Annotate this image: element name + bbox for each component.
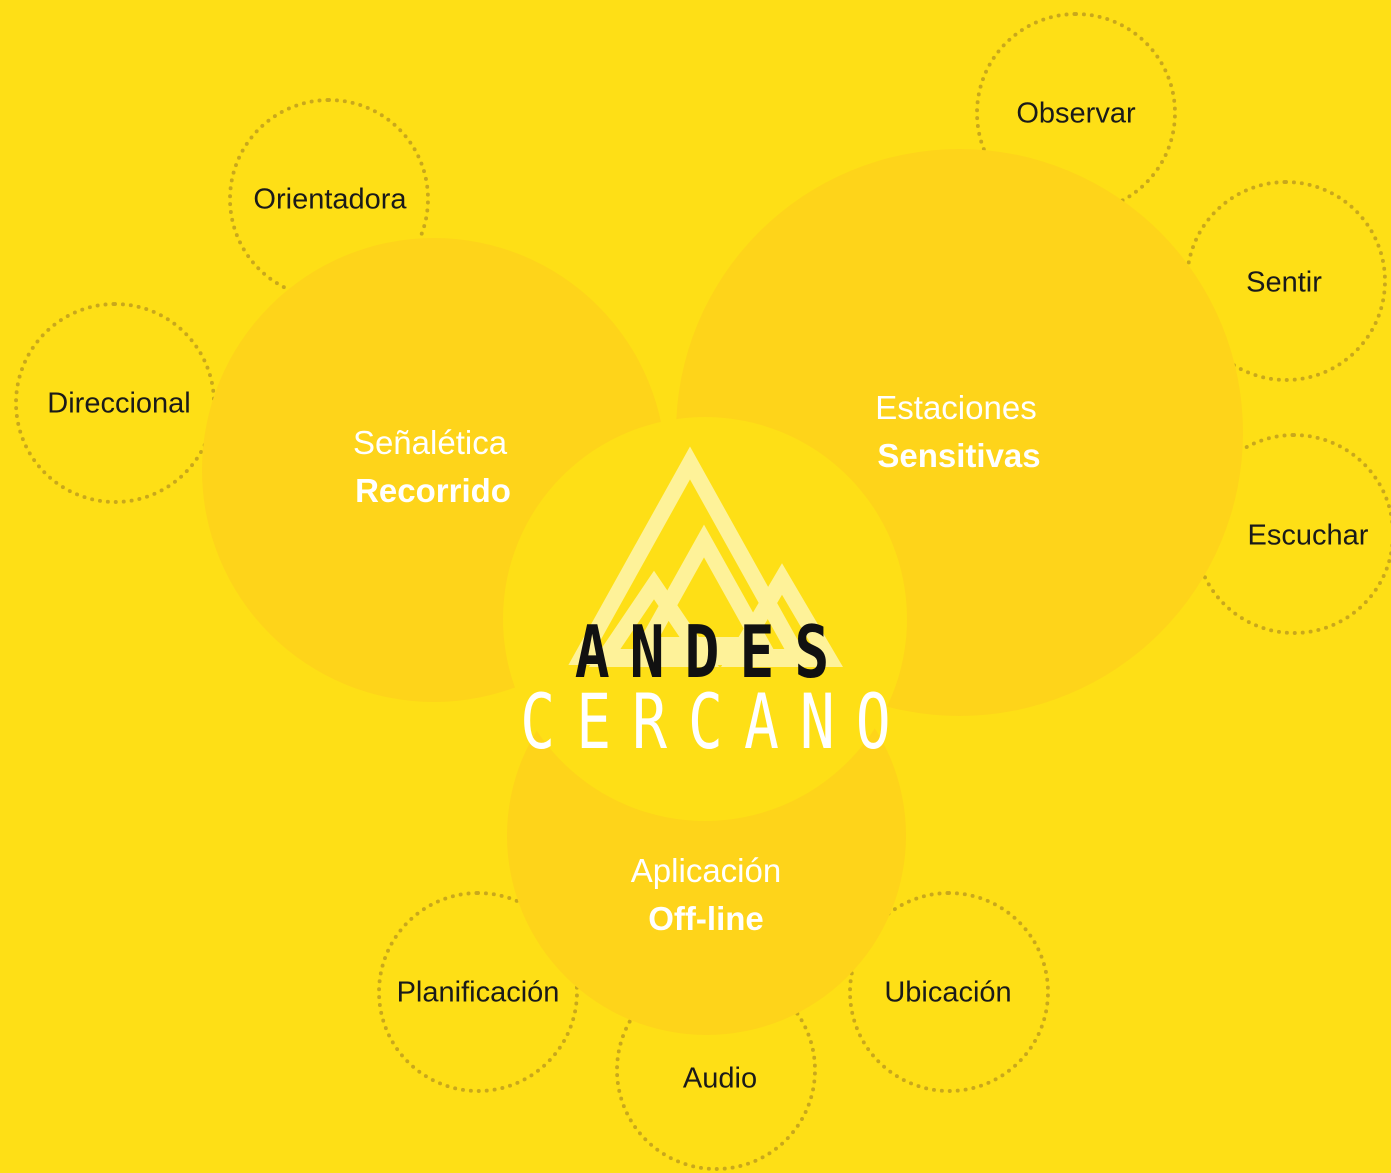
- satellite-circle-ubicacion: [848, 891, 1050, 1093]
- category-label-aplicacion: Aplicación Off-line: [631, 847, 781, 943]
- satellite-label-orientadora: Orientadora: [253, 183, 407, 216]
- category-subtitle: Off-line: [648, 900, 764, 937]
- satellite-label-sentir: Sentir: [1246, 266, 1322, 299]
- satellite-label-observar: Observar: [1016, 97, 1136, 130]
- satellite-label-direccional: Direccional: [47, 387, 191, 420]
- category-title: Aplicación: [630, 852, 782, 889]
- category-subtitle: Recorrido: [355, 472, 511, 509]
- mountain-logo-icon: [568, 446, 843, 667]
- category-title: Estaciones: [875, 389, 1037, 426]
- logo-title-cercano: CERCANO: [520, 677, 912, 767]
- category-subtitle: Sensitivas: [877, 437, 1041, 474]
- category-title: Señalética: [352, 424, 508, 461]
- satellite-label-ubicacion: Ubicación: [884, 976, 1012, 1009]
- satellite-circle-planificacion: [377, 891, 579, 1093]
- category-label-estaciones: Estaciones Sensitivas: [871, 384, 1040, 480]
- logo-title-andes: ANDES: [574, 609, 850, 695]
- satellite-label-planificacion: Planificación: [396, 976, 560, 1009]
- satellite-label-audio: Audio: [682, 1062, 758, 1095]
- category-label-senaletica: Señalética Recorrido: [349, 419, 511, 515]
- satellite-label-escuchar: Escuchar: [1247, 519, 1369, 552]
